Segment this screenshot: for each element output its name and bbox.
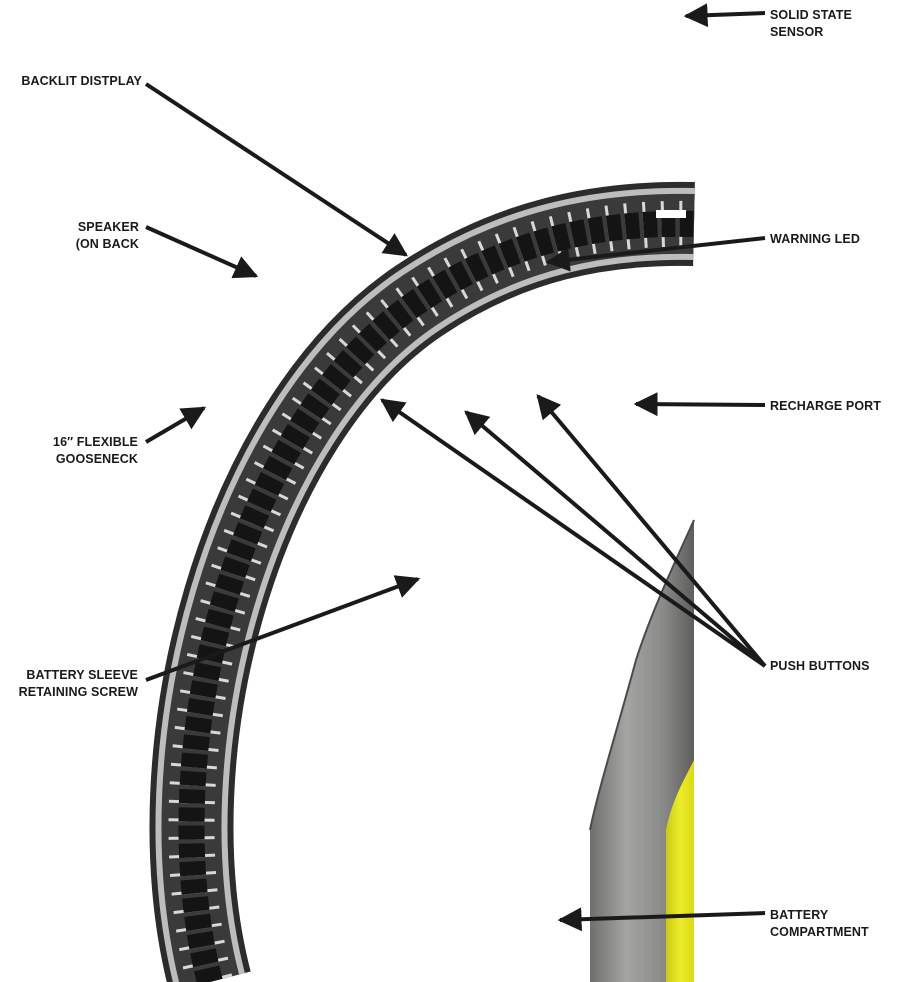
label-battery-sleeve-line2: RETAINING SCREW <box>19 684 138 701</box>
label-recharge-port-line1: RECHARGE PORT <box>770 398 881 415</box>
warning-led-window <box>656 210 686 218</box>
label-battery-sleeve-retaining-screw: BATTERY SLEEVE RETAINING SCREW <box>19 667 138 701</box>
leader-gooseneck <box>146 408 204 442</box>
label-battery-sleeve-line1: BATTERY SLEEVE <box>19 667 138 684</box>
leader-recharge-port <box>636 404 765 405</box>
label-warning-led: WARNING LED <box>770 231 860 248</box>
label-battery-compartment-line2: COMPARTMENT <box>770 924 869 941</box>
label-push-buttons: PUSH BUTTONS <box>770 658 870 675</box>
label-solid-state-sensor: SOLID STATE SENSOR <box>770 7 852 41</box>
label-flexible-gooseneck-line1: 16″ FLEXIBLE <box>53 434 138 451</box>
label-flexible-gooseneck-line2: GOOSENECK <box>53 451 138 468</box>
label-speaker: SPEAKER (ON BACK <box>76 219 139 253</box>
label-backlit-display-line1: BACKLIT DISTPLAY <box>21 73 142 90</box>
label-solid-state-sensor-line1: SOLID STATE <box>770 7 852 24</box>
label-speaker-line2: (ON BACK <box>76 236 139 253</box>
label-battery-compartment: BATTERY COMPARTMENT <box>770 907 869 941</box>
leader-backlit-display <box>146 84 406 255</box>
label-recharge-port: RECHARGE PORT <box>770 398 881 415</box>
leader-solid-state-sensor <box>686 13 765 16</box>
detector-body <box>590 520 694 982</box>
label-backlit-display: BACKLIT DISTPLAY <box>21 73 142 90</box>
label-push-buttons-line1: PUSH BUTTONS <box>770 658 870 675</box>
label-warning-led-line1: WARNING LED <box>770 231 860 248</box>
label-flexible-gooseneck: 16″ FLEXIBLE GOOSENECK <box>53 434 138 468</box>
label-battery-compartment-line1: BATTERY <box>770 907 869 924</box>
leader-speaker <box>146 227 256 276</box>
label-solid-state-sensor-line2: SENSOR <box>770 24 852 41</box>
label-speaker-line1: SPEAKER <box>76 219 139 236</box>
leader-push-button-2 <box>466 412 765 666</box>
